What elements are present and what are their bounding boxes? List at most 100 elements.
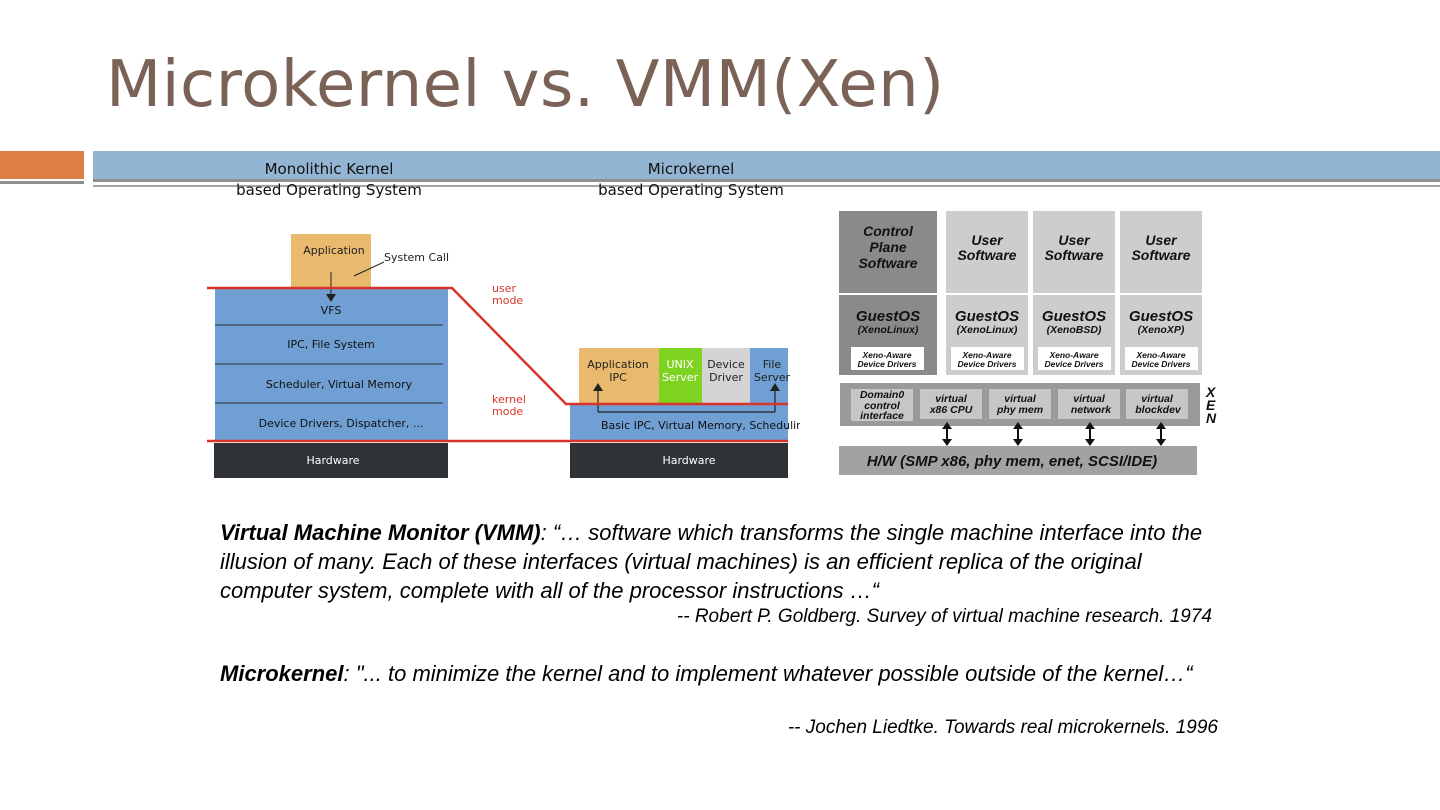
- micro-fileserver-label-1: File: [763, 358, 782, 371]
- monolithic-hardware-label: Hardware: [306, 454, 359, 467]
- micro-hardware-label: Hardware: [662, 454, 715, 467]
- ipc-arrowhead-left: [593, 383, 603, 391]
- monolithic-title-line2: based Operating System: [236, 181, 422, 199]
- ipc-arrow: [597, 389, 776, 413]
- control-plane-box: [839, 211, 937, 293]
- micro-unix-label-2: Server: [662, 371, 699, 384]
- microkernel-quote: Microkernel: "... to minimize the kernel…: [220, 659, 1220, 688]
- virtual-mem-box: [989, 389, 1051, 419]
- virtual-blockdev-box: [1126, 389, 1188, 419]
- micro-driver-label-2: Driver: [709, 371, 743, 384]
- driver-label-2: Device Drivers: [1131, 359, 1190, 369]
- user-software-label: Software: [1044, 247, 1103, 263]
- virtual-network-box: [1058, 389, 1120, 419]
- guestos-name: GuestOS: [1042, 308, 1106, 325]
- kernel-layers-box: [215, 289, 448, 441]
- guestos-sub: (XenoXP): [1138, 324, 1185, 336]
- virtual-mem-label-2: phy mem: [996, 404, 1043, 416]
- dom0-interface-box: [851, 389, 913, 421]
- driver-label-1: Xeno-Aware: [861, 350, 911, 360]
- micro-driver-label-1: Device: [707, 358, 745, 371]
- xen-hardware-label: H/W (SMP x86, phy mem, enet, SCSI/IDE): [867, 453, 1157, 470]
- user-software-box-3: [1120, 211, 1202, 293]
- kernel-comparison-diagram: Monolithic Kernel based Operating System…: [207, 160, 800, 478]
- virtual-cpu-box: [920, 389, 982, 419]
- virtual-cpu-label-2: x86 CPU: [929, 404, 973, 416]
- accent-underline: [0, 181, 84, 184]
- microkernel-citation: -- Jochen Liedtke. Towards real microker…: [787, 717, 1218, 738]
- io-arrows: [942, 422, 1166, 446]
- header-rule-secondary: [93, 185, 1440, 187]
- user-software-label: Software: [1131, 247, 1190, 263]
- driver-label-1: Xeno-Aware: [1135, 350, 1185, 360]
- header-band: [93, 151, 1440, 179]
- guestos-name: GuestOS: [1129, 308, 1193, 325]
- micro-unix-box: [659, 348, 702, 403]
- user-software-box-1: [946, 211, 1028, 293]
- mode-boundary-line: [207, 286, 788, 406]
- syscall-arrowhead: [326, 294, 336, 302]
- application-label: Application: [303, 244, 364, 257]
- driver-box: [851, 347, 924, 370]
- micro-driver-box: [702, 348, 750, 403]
- guestos-name: GuestOS: [856, 308, 920, 325]
- system-call-label: System Call: [384, 251, 449, 264]
- virtual-cpu-label-1: virtual: [935, 393, 968, 405]
- microkernel-term: Microkernel: [220, 661, 344, 686]
- guestos-sub: (XenoBSD): [1047, 324, 1102, 336]
- virtual-mem-label-1: virtual: [1004, 393, 1037, 405]
- micro-app-label-2: IPC: [609, 371, 627, 384]
- monolithic-title-line1: Monolithic Kernel: [265, 160, 394, 178]
- kernel-mode-label-1: kernel: [492, 393, 526, 406]
- micro-kernel-base-label: Basic IPC, Virtual Memory, Scheduling: [601, 419, 800, 432]
- micro-app-box: [579, 348, 659, 403]
- vmm-quote-text: : “… software which transforms the singl…: [220, 520, 1203, 603]
- driver-box: [1125, 347, 1198, 370]
- guestos-name: GuestOS: [955, 308, 1019, 325]
- xen-hardware-box: [839, 446, 1197, 475]
- dom0-interface-label-3: interface: [860, 410, 904, 422]
- monolithic-hardware: [214, 443, 448, 478]
- microkernel-quote-text: : "... to minimize the kernel and to imp…: [343, 661, 1193, 686]
- layer-ipc-fs: IPC, File System: [287, 338, 374, 351]
- dom0-interface-label-2: control: [864, 400, 901, 412]
- user-software-box-2: [1033, 211, 1115, 293]
- header-rule: [93, 179, 1440, 182]
- system-call-pointer: [353, 261, 385, 277]
- user-software-label: User: [971, 232, 1004, 248]
- virtual-network-label-2: network: [1071, 404, 1112, 416]
- micro-hardware: [570, 443, 788, 478]
- layer-drivers: Device Drivers, Dispatcher, ...: [259, 417, 424, 430]
- virtual-blockdev-label-1: virtual: [1141, 393, 1174, 405]
- slide-title: Microkernel vs. VMM(Xen): [106, 48, 945, 122]
- xen-label-n: N: [1206, 410, 1217, 426]
- vmm-citation: -- Robert P. Goldberg. Survey of virtual…: [676, 606, 1212, 627]
- micro-kernel-base: [570, 404, 788, 441]
- micro-app-label-1: Application: [587, 358, 648, 371]
- vmm-quote: Virtual Machine Monitor (VMM): “… softwa…: [220, 518, 1220, 605]
- driver-label-2: Device Drivers: [857, 359, 916, 369]
- micro-unix-label-1: UNIX: [666, 358, 694, 371]
- driver-label-2: Device Drivers: [1044, 359, 1103, 369]
- ipc-arrowhead-right: [770, 383, 780, 391]
- driver-box: [951, 347, 1024, 370]
- virtual-network-label-1: virtual: [1073, 393, 1106, 405]
- micro-fileserver-box: [750, 348, 788, 403]
- xen-architecture-diagram: Control Plane Software User Software Use…: [839, 211, 1217, 475]
- user-mode-label-2: mode: [492, 294, 523, 307]
- microkernel-title-line2: based Operating System: [598, 181, 784, 199]
- layer-vfs: VFS: [321, 304, 342, 317]
- user-software-label: User: [1058, 232, 1091, 248]
- accent-block: [0, 151, 84, 179]
- virtual-blockdev-label-2: blockdev: [1135, 404, 1182, 416]
- layer-scheduler: Scheduler, Virtual Memory: [266, 378, 413, 391]
- driver-label-1: Xeno-Aware: [1048, 350, 1098, 360]
- control-plane-label-1: Control: [863, 223, 914, 239]
- microkernel-title-line1: Microkernel: [648, 160, 735, 178]
- driver-label-2: Device Drivers: [957, 359, 1016, 369]
- user-software-label: User: [1145, 232, 1178, 248]
- control-plane-label-3: Software: [858, 255, 917, 271]
- user-software-label: Software: [957, 247, 1016, 263]
- vmm-term: Virtual Machine Monitor (VMM): [220, 520, 541, 545]
- guestos-sub: (XenoLinux): [957, 324, 1018, 336]
